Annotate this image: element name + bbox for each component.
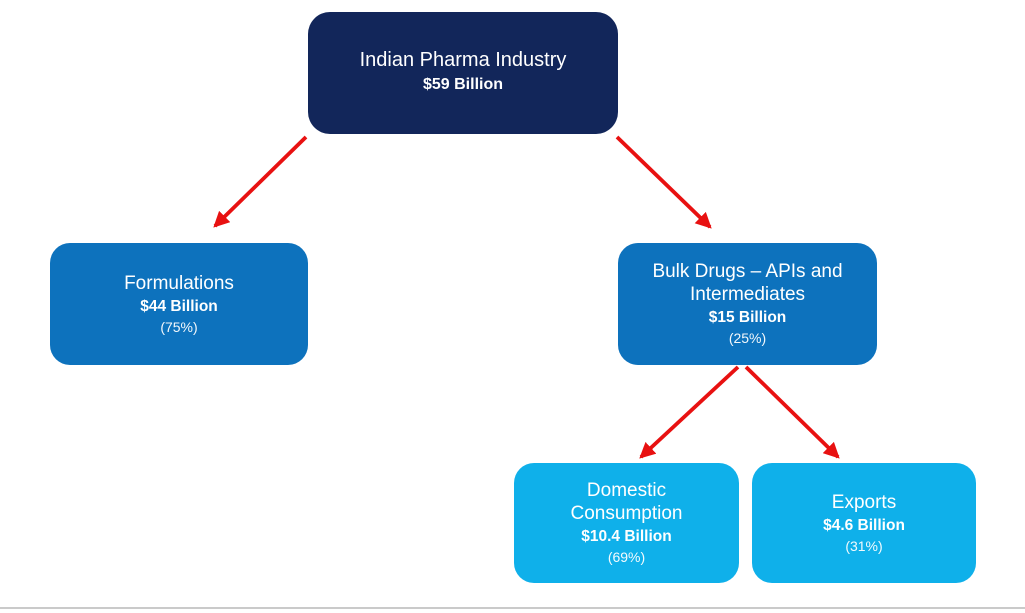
node-percent: (69%) (607, 549, 646, 566)
node-percent: (75%) (160, 318, 198, 335)
node-percent: (25%) (728, 330, 767, 347)
node-formulations: Formulations $44 Billion (75%) (50, 243, 308, 365)
node-indian-pharma-industry: Indian Pharma Industry $59 Billion (308, 12, 618, 134)
slide-bottom-edge-line (0, 607, 1025, 609)
node-title: Indian Pharma Industry (359, 49, 567, 72)
node-title: Bulk Drugs – APIs and Intermediates (652, 261, 843, 306)
node-domestic-consumption: Domestic Consumption $10.4 Billion (69%) (514, 463, 739, 583)
arrow-bulk-drugs-to-exports (744, 365, 840, 459)
node-value: $59 Billion (422, 75, 504, 93)
node-value: $4.6 Billion (823, 516, 905, 534)
arrow-root-to-formulations (213, 135, 308, 228)
node-value: $10.4 Billion (581, 528, 672, 546)
arrow-bulk-drugs-to-domestic-consumption (639, 365, 740, 459)
node-percent: (31%) (845, 537, 883, 554)
node-value: $15 Billion (708, 309, 787, 327)
node-bulk-drugs-apis-and-intermediates: Bulk Drugs – APIs and Intermediates $15 … (618, 243, 877, 365)
node-title: Exports (831, 491, 897, 513)
node-value: $44 Billion (140, 297, 218, 315)
node-title: Domestic Consumption (570, 480, 683, 525)
node-title: Formulations (124, 272, 234, 294)
arrow-root-to-bulk-drugs (615, 135, 712, 229)
node-exports: Exports $4.6 Billion (31%) (752, 463, 976, 583)
